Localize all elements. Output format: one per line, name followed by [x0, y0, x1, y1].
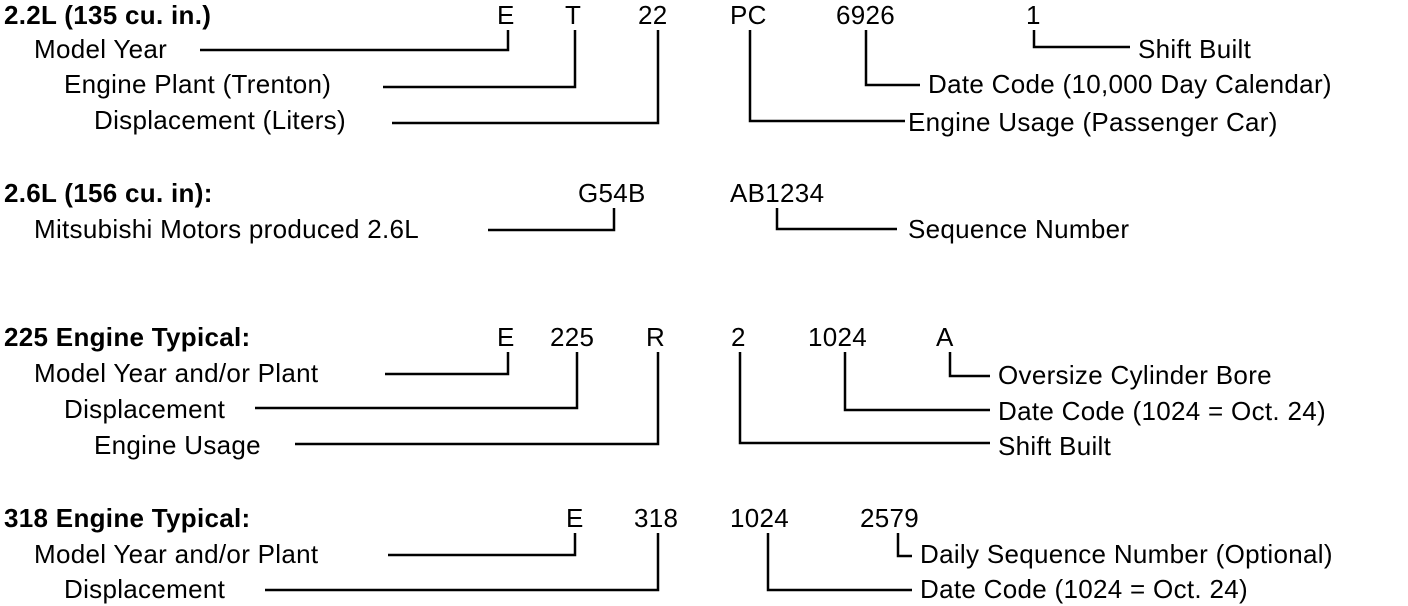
- leader-engine-plant: [383, 30, 577, 89]
- leader-engine-usage-225: [295, 352, 660, 446]
- code-e: E: [497, 0, 515, 30]
- label-model-year-plant-225: Model Year and/or Plant: [34, 358, 319, 388]
- code-22: 22: [638, 0, 668, 30]
- leader-model-year-plant-318: [388, 533, 577, 557]
- label-displacement-318: Displacement: [64, 574, 226, 604]
- section-title-2-2l: 2.2L (135 cu. in.): [4, 0, 212, 30]
- section-title-318: 318 Engine Typical:: [4, 503, 251, 533]
- code-ab1234: AB1234: [730, 178, 825, 208]
- label-sequence-number: Sequence Number: [908, 214, 1130, 244]
- label-engine-usage-225: Engine Usage: [94, 430, 261, 460]
- label-shift-built: Shift Built: [1138, 34, 1252, 64]
- leader-displacement-liters: [392, 30, 660, 125]
- leader-shift-built: [1032, 30, 1130, 49]
- leader-shift-built-225: [738, 352, 990, 445]
- code-pc: PC: [730, 0, 767, 30]
- label-oversize-bore: Oversize Cylinder Bore: [998, 360, 1272, 390]
- leader-daily-sequence: [896, 533, 912, 558]
- section-title-2-6l: 2.6L (156 cu. in):: [4, 178, 213, 208]
- code-g54b: G54B: [578, 178, 646, 208]
- code-318: 318: [634, 503, 679, 533]
- code-6926: 6926: [836, 0, 896, 30]
- label-date-code-10000: Date Code (10,000 Day Calendar): [928, 69, 1332, 99]
- code-1: 1: [1026, 0, 1041, 30]
- label-engine-plant: Engine Plant (Trenton): [64, 69, 332, 99]
- code-e-318: E: [566, 503, 584, 533]
- code-1024: 1024: [808, 322, 868, 352]
- code-2: 2: [731, 322, 746, 352]
- leader-mitsubishi: [488, 208, 616, 232]
- leader-date-code-225: [843, 352, 990, 412]
- code-225: 225: [550, 322, 595, 352]
- label-date-code-225: Date Code (1024 = Oct. 24): [998, 396, 1326, 426]
- label-engine-usage-passenger-car: Engine Usage (Passenger Car): [908, 107, 1278, 137]
- label-model-year: Model Year: [34, 34, 168, 64]
- label-date-code-318: Date Code (1024 = Oct. 24): [920, 574, 1248, 604]
- leader-displacement-225: [255, 352, 579, 410]
- code-t: T: [565, 0, 582, 30]
- label-shift-built-225: Shift Built: [998, 431, 1112, 461]
- label-displacement-225: Displacement: [64, 394, 226, 424]
- label-mitsubishi: Mitsubishi Motors produced 2.6L: [34, 214, 420, 244]
- code-e-225: E: [497, 322, 515, 352]
- code-r: R: [646, 322, 666, 352]
- leader-model-year-plant-225: [385, 352, 510, 376]
- leader-displacement-318: [265, 533, 660, 592]
- leader-model-year: [200, 30, 510, 52]
- leader-engine-usage: [748, 30, 905, 123]
- code-2579: 2579: [860, 503, 920, 533]
- code-a: A: [936, 322, 954, 352]
- leader-date-code-318: [766, 533, 912, 592]
- section-title-225: 225 Engine Typical:: [4, 322, 251, 352]
- label-model-year-plant-318: Model Year and/or Plant: [34, 539, 319, 569]
- label-displacement-liters: Displacement (Liters): [94, 105, 346, 135]
- leader-oversize-bore: [948, 352, 990, 378]
- label-daily-sequence: Daily Sequence Number (Optional): [920, 539, 1333, 569]
- code-1024-318: 1024: [730, 503, 790, 533]
- leader-date-code-10000: [864, 30, 920, 87]
- leader-sequence-number: [775, 208, 897, 231]
